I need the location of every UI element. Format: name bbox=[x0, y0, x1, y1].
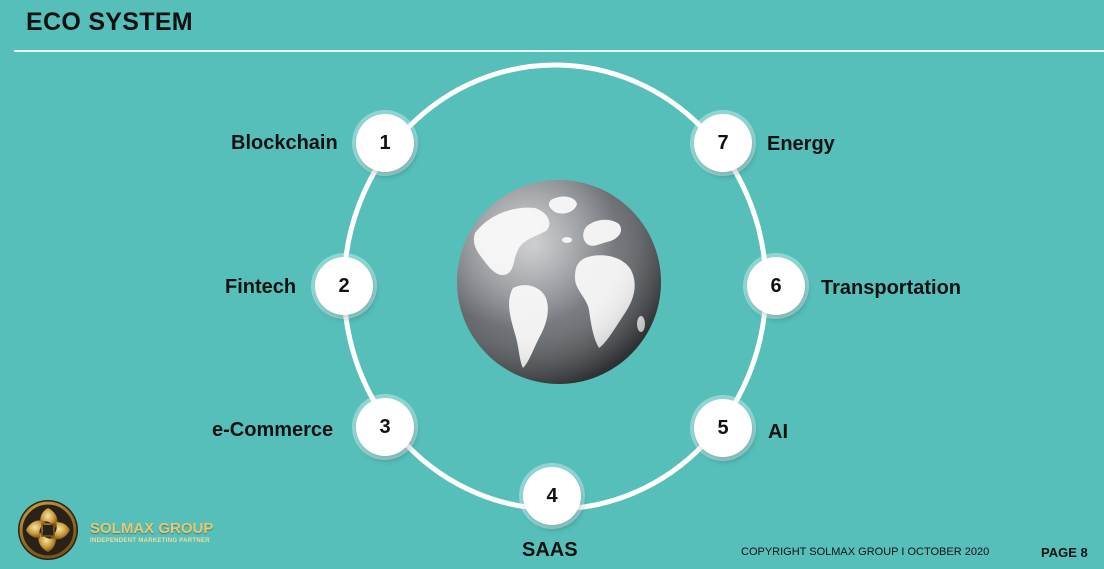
node-ai: 5 bbox=[694, 399, 752, 457]
node-number: 1 bbox=[379, 131, 391, 154]
label-ai: AI bbox=[768, 421, 788, 443]
brand-tagline: INDEPENDENT MARKETING PARTNER bbox=[90, 538, 210, 544]
globe-icon bbox=[457, 180, 661, 384]
node-number: 4 bbox=[546, 484, 558, 507]
copyright-text: COPYRIGHT SOLMAX GROUP I OCTOBER 2020 bbox=[741, 546, 990, 558]
node-saas: 4 bbox=[523, 467, 581, 525]
label-blockchain: Blockchain bbox=[231, 132, 338, 154]
label-saas: SAAS bbox=[522, 539, 578, 561]
node-energy: 7 bbox=[694, 114, 752, 172]
node-number: 5 bbox=[717, 416, 729, 439]
solmax-logo-icon bbox=[18, 500, 78, 560]
node-blockchain: 1 bbox=[356, 114, 414, 172]
node-number: 3 bbox=[379, 415, 391, 438]
node-number: 7 bbox=[717, 131, 729, 154]
node-fintech: 2 bbox=[315, 257, 373, 315]
page-number: PAGE 8 bbox=[1041, 545, 1088, 560]
node-ecommerce: 3 bbox=[356, 398, 414, 456]
node-transportation: 6 bbox=[747, 257, 805, 315]
label-ecommerce: e-Commerce bbox=[212, 419, 334, 441]
label-energy: Energy bbox=[767, 133, 835, 155]
label-fintech: Fintech bbox=[225, 276, 297, 298]
node-number: 2 bbox=[338, 274, 350, 297]
label-transportation: Transportation bbox=[821, 277, 962, 299]
title-divider bbox=[14, 50, 1104, 52]
page-title: ECO SYSTEM bbox=[26, 8, 193, 36]
brand-name: SOLMAX GROUP bbox=[90, 520, 214, 537]
node-number: 6 bbox=[770, 274, 782, 297]
